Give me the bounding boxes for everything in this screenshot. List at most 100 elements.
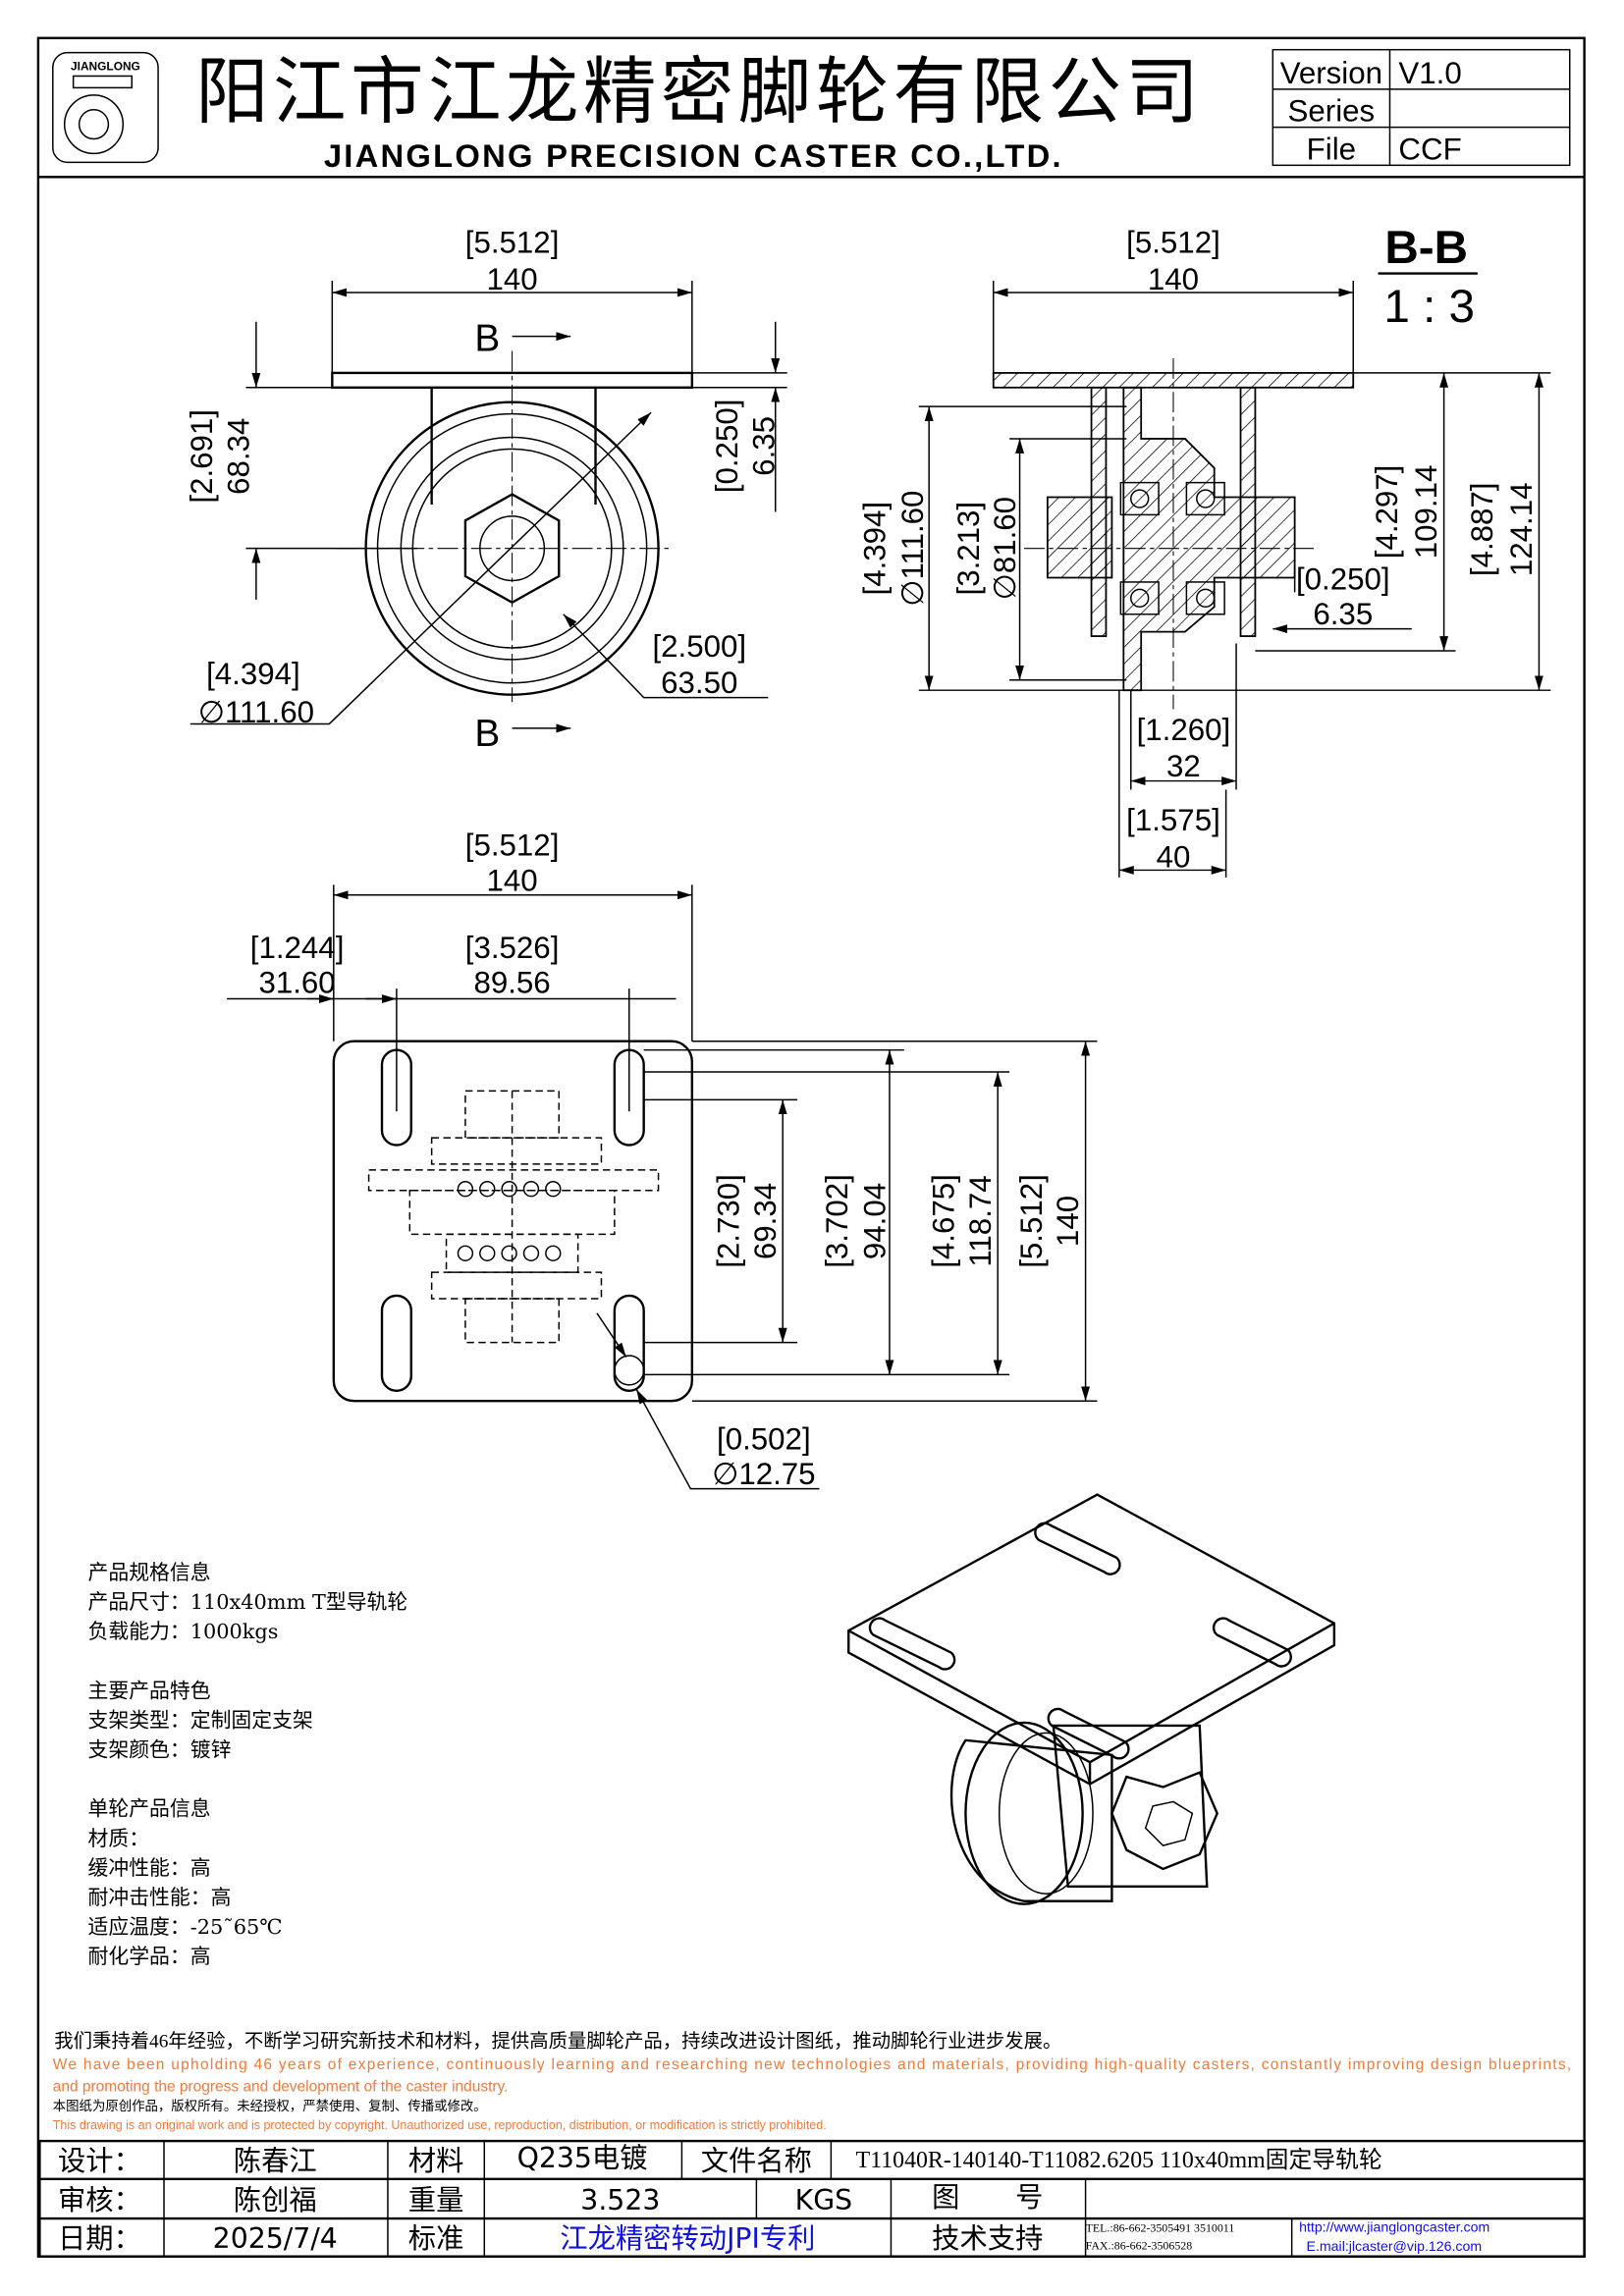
sec-inner-dia-in: [3.213] <box>951 502 986 596</box>
sec-t-mm: 6.35 <box>1313 597 1373 631</box>
tel: TEL.:86-662-3505491 3510011 <box>1086 2220 1235 2234</box>
bot-v4-in: [5.512] <box>1014 1174 1049 1268</box>
sec-w1-mm: 32 <box>1166 749 1201 783</box>
sec-h2-in: [4.887] <box>1465 482 1499 576</box>
reviewer-name: 陈创福 <box>234 2184 317 2216</box>
material-value: Q235电镀 <box>517 2142 648 2174</box>
sec-h1-in: [4.297] <box>1370 465 1404 560</box>
company-logo: JIANGLONG <box>52 51 159 164</box>
bot-v4-mm: 140 <box>1051 1196 1085 1247</box>
bottom-view: [5.512] 140 [1.244] 31.60 [3.526] 89.56 … <box>227 828 1098 1491</box>
version-label: Version <box>1280 56 1382 90</box>
title-block: 设计： 陈春江 材料 Q235电镀 文件名称 T11040R-140140-T1… <box>38 2139 1586 2258</box>
mission-en-2: and promoting the progress and developme… <box>53 2078 509 2095</box>
bot-span-in: [3.526] <box>465 931 560 965</box>
bot-v2-in: [3.702] <box>820 1174 854 1268</box>
dim-hub-in: [2.500] <box>652 629 746 664</box>
filename-label: 文件名称 <box>701 2145 812 2177</box>
spec-line: 耐冲击性能：高 <box>88 1886 232 1909</box>
series-label: Series <box>1288 94 1376 129</box>
copyright-cn: 本图纸为原创作品，版权所有。未经授权，严禁使用、复制、传播或修改。 <box>53 2098 487 2113</box>
email-link[interactable]: E.mail:jlcaster@vip.126.com <box>1307 2238 1483 2254</box>
support-label: 技术支持 <box>932 2222 1043 2255</box>
weight-label: 重量 <box>408 2184 464 2216</box>
mission-en-1: We have been upholding 46 years of exper… <box>53 2056 1571 2073</box>
bot-v2-mm: 94.04 <box>857 1183 892 1259</box>
standard-value: 江龙精密转动JPI专利 <box>560 2222 815 2255</box>
spec-line: 单轮产品信息 <box>88 1797 211 1821</box>
bot-offset-in: [1.244] <box>250 931 345 965</box>
section-mark-bottom: B <box>474 713 500 755</box>
sec-w2-in: [1.575] <box>1126 803 1220 837</box>
file-value: CCF <box>1398 132 1461 166</box>
sec-width-in: [5.512] <box>1126 226 1220 260</box>
dim-height-in: [2.691] <box>185 409 219 504</box>
weight-value: 3.523 <box>580 2184 660 2216</box>
bot-width-mm: 140 <box>487 863 538 897</box>
spec-line: 负载能力：1000kgs <box>88 1620 279 1643</box>
section-scale: 1 : 3 <box>1383 281 1475 333</box>
mission-cn: 我们秉持着46年经验，不断学习研究新技术和材料，提供高质量脚轮产品，持续改进设计… <box>54 2031 1061 2053</box>
website-link[interactable]: http://www.jianglongcaster.com <box>1299 2218 1489 2234</box>
company-name-cn: 阳江市江龙精密脚轮有限公司 <box>195 51 1203 133</box>
spec-line: 缓冲性能：高 <box>88 1856 211 1880</box>
sec-wheel-dia-in: [4.394] <box>857 502 892 596</box>
company-name-en: JIANGLONG PRECISION CASTER CO.,LTD. <box>324 137 1063 174</box>
section-title: B-B <box>1384 222 1468 274</box>
bot-v3-mm: 118.74 <box>963 1175 998 1266</box>
date-value: 2025/7/4 <box>213 2222 338 2255</box>
material-label: 材料 <box>408 2145 464 2177</box>
sec-h2-mm: 124.14 <box>1504 482 1539 576</box>
dim-height-mm: 68.34 <box>221 418 255 495</box>
sec-inner-dia-mm: ∅81.60 <box>988 497 1022 600</box>
dim-wheel-dia-in: [4.394] <box>206 657 300 691</box>
dim-plate-mm: 6.35 <box>746 416 781 476</box>
spec-line: 产品规格信息 <box>88 1561 211 1584</box>
section-view: B-B 1 : 3 [5.512] 140 [4.394] ∅111.60 [3… <box>857 222 1551 878</box>
dim-width-mm: 140 <box>487 262 538 296</box>
fax: FAX.:86-662-3506528 <box>1086 2238 1193 2252</box>
designer-name: 陈春江 <box>234 2145 317 2177</box>
design-label: 设计： <box>58 2145 141 2177</box>
copyright-en: This drawing is an original work and is … <box>53 2118 827 2132</box>
spec-line: 产品尺寸：110x40mm T型导轨轮 <box>88 1590 408 1614</box>
sec-w2-mm: 40 <box>1157 839 1191 874</box>
sec-width-mm: 140 <box>1148 262 1199 296</box>
front-view: [5.512] 140 B B [2.691] 68.34 [0.250] 6.… <box>185 226 787 755</box>
sec-h1-mm: 109.14 <box>1409 465 1443 560</box>
weight-unit: KGS <box>795 2184 852 2216</box>
bot-width-in: [5.512] <box>465 828 560 863</box>
isometric-view <box>847 1493 1336 1905</box>
bot-v1-mm: 69.34 <box>748 1183 783 1259</box>
drawing-no-label: 图 号 <box>932 2181 1043 2214</box>
bot-hole-in: [0.502] <box>717 1421 811 1456</box>
mounting-slot <box>613 1294 645 1393</box>
spec-line: 适应温度：-25˜65℃ <box>88 1915 283 1939</box>
dim-plate-in: [0.250] <box>710 400 744 494</box>
spec-line: 主要产品特色 <box>88 1679 211 1702</box>
version-value: V1.0 <box>1398 56 1461 90</box>
section-mark-top: B <box>474 318 500 360</box>
sec-w1-in: [1.260] <box>1137 713 1231 747</box>
spec-line: 支架颜色：镀锌 <box>88 1738 232 1762</box>
review-label: 审核： <box>58 2184 141 2216</box>
logo-text: JIANGLONG <box>71 60 140 74</box>
spec-line: 耐化学品：高 <box>88 1945 211 1968</box>
spec-line: 材质： <box>88 1827 150 1850</box>
spec-line: 支架类型：定制固定支架 <box>88 1708 313 1732</box>
filename-value: T11040R-140140-T11082.6205 110x40mm固定导轨轮 <box>856 2147 1382 2173</box>
bot-hole-mm: ∅12.75 <box>712 1457 815 1491</box>
bot-offset-mm: 31.60 <box>258 966 335 1000</box>
dim-width-in: [5.512] <box>465 226 560 260</box>
dim-wheel-dia-mm: ∅111.60 <box>198 695 314 729</box>
bot-span-mm: 89.56 <box>473 966 550 1000</box>
dim-hub-mm: 63.50 <box>661 666 737 700</box>
sec-t-in: [0.250] <box>1296 561 1390 596</box>
file-label: File <box>1307 132 1356 166</box>
axle-nut-icon <box>1110 1771 1218 1871</box>
standard-label: 标准 <box>408 2222 464 2255</box>
date-label: 日期： <box>58 2222 141 2255</box>
version-table: Version V1.0 Series File CCF <box>1272 48 1571 166</box>
